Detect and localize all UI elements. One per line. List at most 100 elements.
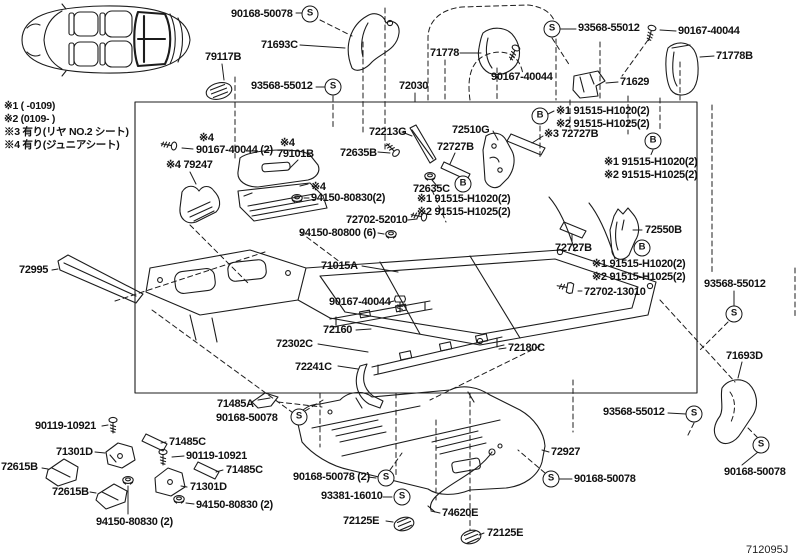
part-label: ※2 91515-H1025(2): [417, 206, 511, 218]
part-label: 72995: [19, 264, 49, 276]
fastener-circle-b: B: [454, 175, 472, 193]
part-label: 72702-13010: [584, 286, 646, 298]
part-72510g-bracket: [482, 132, 515, 189]
part-label: 71693D: [726, 350, 763, 362]
part-71693c-shield: [347, 13, 400, 71]
part-label: ※2 91515-H1025(2): [556, 118, 650, 130]
part-72927-floor-panel: [297, 386, 546, 495]
part-label: 72615B: [52, 486, 89, 498]
screw-icon: [644, 23, 658, 43]
bolt-icon: [555, 279, 575, 295]
part-label: 72615B: [1, 461, 38, 473]
part-label: 90168-50078: [231, 8, 293, 20]
part-71629-bracket: [572, 70, 606, 99]
part-72180c-slide-rail: [371, 333, 505, 376]
fastener-circle-s: S: [685, 405, 703, 423]
part-label: 71629: [620, 76, 650, 88]
projection-lines-dashed: [114, 7, 796, 531]
part-label: ※1 91515-H1020(2): [556, 105, 650, 117]
part-79101b-junior-seat: [237, 149, 328, 222]
part-label: 90119-10921: [35, 420, 96, 432]
part-71301d-bracket-1: [105, 442, 136, 469]
part-72160-slide-rail: [329, 300, 433, 328]
fastener-circle-s: S: [752, 436, 770, 454]
part-72615b-plate-2: [95, 483, 128, 510]
part-label: 72241C: [295, 361, 332, 373]
part-label: 90168-50078 (2): [293, 471, 370, 483]
part-label: 93568-55012: [578, 22, 640, 34]
seat-back-silhouette-dashed: [427, 4, 557, 101]
part-label: 94150-80800 (6): [299, 227, 376, 239]
part-71778-shield: [477, 27, 521, 76]
part-79117b-grommet: [205, 82, 233, 100]
part-label: ※1 91515-H1020(2): [417, 193, 511, 205]
part-label: 72727B: [437, 141, 474, 153]
part-label: 72510G: [452, 124, 490, 136]
part-72995-strip: [57, 254, 144, 304]
part-79247-bracket: [179, 185, 221, 224]
part-label: 71485A: [217, 398, 254, 410]
part-label: 72125E: [343, 515, 380, 527]
part-72615b-plate-1: [45, 458, 79, 487]
part-71485c-rod-2: [193, 461, 220, 480]
fastener-circle-s: S: [393, 488, 411, 506]
part-label: 94150-80830 (2): [96, 516, 173, 528]
fastener-circle-s: S: [377, 469, 395, 487]
part-label: 72727B: [555, 242, 592, 254]
part-label: 90168-50078: [574, 473, 636, 485]
part-label: 71301D: [56, 446, 93, 458]
part-label: 72302C: [276, 338, 313, 350]
screw-icon: [159, 139, 178, 151]
part-label: ※2 91515-H1025(2): [604, 169, 698, 181]
part-72241c-hook: [355, 363, 384, 409]
diagram-code: 712095J: [746, 544, 789, 556]
part-label: 90119-10921: [186, 450, 247, 462]
part-label: 71485C: [226, 464, 263, 476]
part-label: 72702-52010: [346, 214, 408, 226]
fastener-circle-b: B: [633, 239, 651, 257]
car-top-view-illustration: [21, 3, 191, 77]
part-71485c-rod-1: [141, 433, 168, 452]
part-label: ※2 91515-H1025(2): [592, 271, 686, 283]
part-label: 90168-50078: [724, 466, 786, 478]
fastener-circle-s: S: [324, 78, 342, 96]
clip-icon: [122, 476, 134, 485]
fastener-circle-s: S: [725, 305, 743, 323]
part-label: 72125E: [487, 527, 524, 539]
clip-icon: [424, 172, 436, 181]
part-label: 72180C: [508, 342, 545, 354]
part-label: 93568-55012: [251, 80, 313, 92]
clip-icon: [385, 230, 397, 239]
part-label: 79101B: [277, 148, 314, 160]
part-label: 72030: [399, 80, 429, 92]
part-label: ※1 91515-H1020(2): [604, 156, 698, 168]
part-label: 93568-55012: [704, 278, 766, 290]
part-label: 90167-40044: [678, 25, 740, 37]
part-label: 72550B: [645, 224, 682, 236]
part-label: ※4: [311, 181, 326, 193]
part-label: 74620E: [442, 507, 479, 519]
part-label: 71485C: [169, 436, 206, 448]
screw-icon: [158, 448, 168, 466]
legend-line-4: ※4 有り(ジュニアシート): [4, 139, 120, 151]
clip-icon: [173, 495, 185, 504]
part-label: 90167-40044: [329, 296, 391, 308]
legend-line-1: ※1 ( -0109): [4, 100, 56, 112]
part-label: ※4: [280, 137, 295, 149]
fastener-circle-b: B: [644, 132, 662, 150]
part-label: 71301D: [190, 481, 227, 493]
fastener-circle-s: S: [543, 20, 561, 38]
part-label: 72160: [323, 324, 353, 336]
part-label: 72213G: [369, 126, 407, 138]
part-label: 72927: [551, 446, 581, 458]
part-label: 93381-16010: [321, 490, 383, 502]
part-label: 71015A: [321, 260, 358, 272]
part-label: 71778: [430, 47, 460, 59]
part-label: ※1 91515-H1020(2): [592, 258, 686, 270]
part-72727b-rod-2: [559, 221, 587, 239]
part-label: 72635C: [413, 183, 450, 195]
part-72727b-rod-3: [506, 133, 546, 156]
part-74620e-cable: [427, 448, 496, 513]
part-label: 90167-40044: [491, 71, 553, 83]
part-label: 71778B: [716, 50, 753, 62]
